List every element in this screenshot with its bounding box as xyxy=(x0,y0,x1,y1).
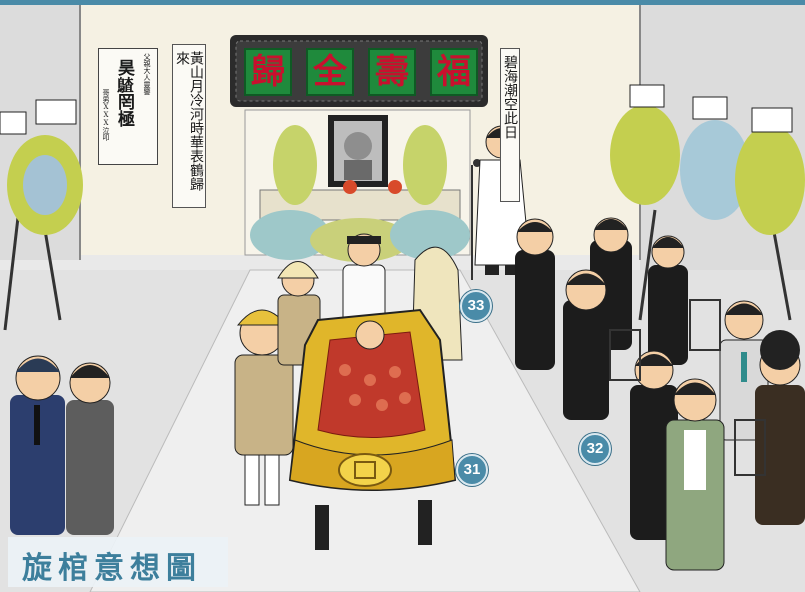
mourners-left xyxy=(10,355,114,535)
banner-char-2: 全 xyxy=(306,48,354,96)
caption-title: 旋棺意想圖 xyxy=(22,551,202,586)
memorial-plaque: 父親大人靈鑒 昊𪃵罔極 哥男XXX泣叩 xyxy=(98,48,158,165)
plaque-bottom-text: 哥男XXX泣叩 xyxy=(102,89,110,141)
caption-box: 旋棺意想圖 xyxy=(8,537,228,587)
left-wreaths xyxy=(0,99,83,331)
marker-31: 31 xyxy=(456,454,488,486)
banner-char-1: 歸 xyxy=(244,48,292,96)
mourners-right xyxy=(515,217,805,571)
marker-33: 33 xyxy=(460,290,492,322)
coffin xyxy=(288,308,457,550)
couplet-right: 碧海潮空此日 xyxy=(500,48,520,202)
banner-char-3: 壽 xyxy=(368,48,416,96)
banner-char-4: 福 xyxy=(430,48,478,96)
marker-32: 32 xyxy=(579,433,611,465)
plaque-top-text: 父親大人靈鑒 xyxy=(143,53,151,95)
plaque-main-text: 昊𪃵罔極 xyxy=(114,59,134,127)
couplet-left: 黃山月冷河時華表鶴歸來 xyxy=(172,44,206,208)
chairs xyxy=(609,299,766,476)
right-wreaths xyxy=(610,84,805,321)
